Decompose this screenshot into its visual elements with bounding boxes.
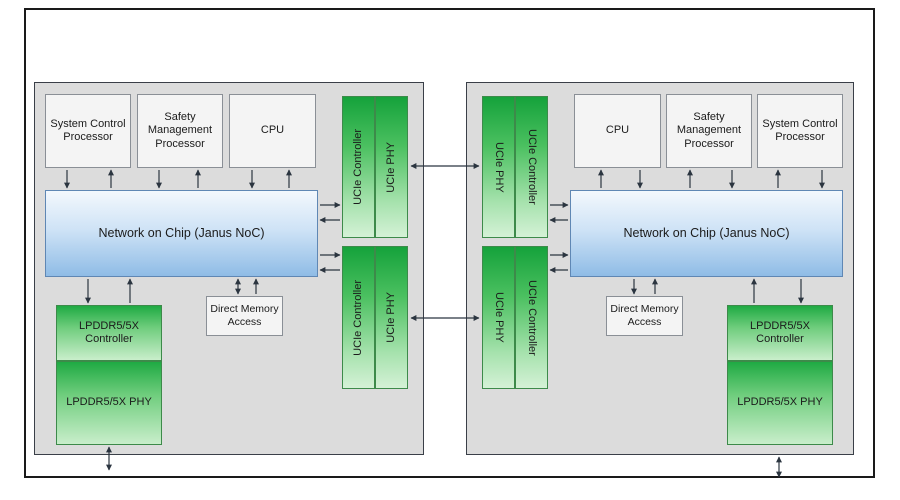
right-lpddr-phy: LPDDR5/5X PHY [727,361,833,445]
right-network-on-chip: Network on Chip (Janus NoC) [570,190,843,277]
right-ucie-top-controller-label: UCIe Controller [526,129,539,205]
right-ucie-top-phy: UCIe PHY [482,96,515,238]
right-ucie-bottom-phy-label: UCIe PHY [493,292,506,343]
right-safety-management-processor: Safety Management Processor [666,94,752,168]
right-ucie-bottom-controller: UCIe Controller [515,246,548,389]
diagram-frame [24,8,875,478]
left-ucie-top-phy: UCIe PHY [375,96,408,238]
right-direct-memory-access: Direct Memory Access [606,296,683,336]
right-system-control-processor: System Control Processor [757,94,843,168]
left-lpddr-controller: LPDDR5/5X Controller [56,305,162,361]
left-network-on-chip: Network on Chip (Janus NoC) [45,190,318,277]
left-lpddr-phy: LPDDR5/5X PHY [56,361,162,445]
left-cpu: CPU [229,94,316,168]
right-ucie-bottom-controller-label: UCIe Controller [526,279,539,356]
left-ucie-top-controller: UCIe Controller [342,96,375,238]
left-direct-memory-access: Direct Memory Access [206,296,283,336]
left-ucie-bottom-phy: UCIe PHY [375,246,408,389]
right-ucie-top-controller: UCIe Controller [515,96,548,238]
right-ucie-top-phy-label: UCIe PHY [493,141,506,193]
right-cpu: CPU [574,94,661,168]
left-system-control-processor: System Control Processor [45,94,131,168]
left-safety-management-processor: Safety Management Processor [137,94,223,168]
right-ucie-bottom-phy: UCIe PHY [482,246,515,389]
right-lpddr-controller: LPDDR5/5X Controller [727,305,833,361]
left-ucie-bottom-controller: UCIe Controller [342,246,375,389]
